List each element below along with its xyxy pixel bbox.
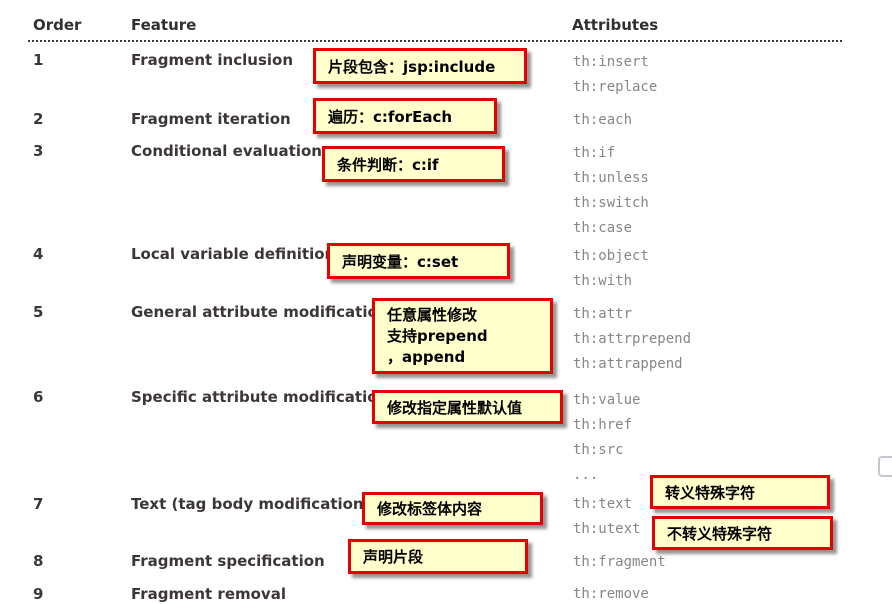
callout-unescaped-text: 不转义特殊字符 [652,516,833,550]
feature-cell: Text (tag body modification) [131,495,371,513]
order-cell: 7 [33,495,44,513]
attribute-value: th:text [573,496,633,512]
callout-line: 任意属性修改 [387,305,478,324]
attribute-value: th:href [573,417,633,433]
attribute-value: th:insert [573,54,649,70]
feature-cell: General attribute modification [131,303,389,321]
attribute-value: th:unless [573,170,649,186]
order-cell: 9 [33,585,44,603]
clipped-box-artifact [878,456,892,477]
attribute-value: th:attr [573,306,633,322]
order-cell: 8 [33,552,44,570]
column-header-feature: Feature [131,16,197,34]
callout-specific-attribute: 修改指定属性默认值 [372,390,563,424]
feature-cell: Conditional evaluation [131,142,322,160]
attribute-value: th:src [573,442,624,458]
feature-cell: Fragment iteration [131,110,291,128]
attribute-value: th:utext [573,521,641,537]
attribute-value: th:with [573,273,633,289]
attribute-value: th:case [573,220,633,236]
order-cell: 4 [33,245,44,263]
feature-cell: Local variable definition [131,245,336,263]
feature-cell: Fragment specification [131,552,325,570]
callout-escaped-text: 转义特殊字符 [650,475,830,509]
attribute-value: th:replace [573,79,658,95]
attribute-value: th:switch [573,195,649,211]
callout-fragment-iteration: 遍历：c:forEach [313,98,497,134]
callout-fragment-specification: 声明片段 [348,539,528,574]
attribute-value: th:fragment [573,554,666,570]
attribute-value: th:object [573,248,649,264]
feature-cell: Fragment removal [131,585,286,603]
callout-line: 支持prepend [387,326,488,345]
callout-conditional-evaluation: 条件判断：c:if [322,146,505,182]
attribute-value: th:value [573,392,641,408]
order-cell: 3 [33,142,44,160]
attribute-value: th:remove [573,586,649,602]
header-divider [28,40,842,42]
callout-local-variable: 声明变量：c:set [327,243,510,279]
attribute-value: ... [573,467,599,483]
callout-text-body: 修改标签体内容 [362,492,543,525]
order-cell: 2 [33,110,44,128]
feature-cell: Specific attribute modification [131,388,389,406]
callout-line: ，append [387,347,466,366]
attribute-value: th:each [573,112,633,128]
column-header-order: Order [33,16,82,34]
order-cell: 6 [33,388,44,406]
attribute-value: th:if [573,145,616,161]
attribute-value: th:attrprepend [573,331,692,347]
order-cell: 5 [33,303,44,321]
callout-fragment-inclusion: 片段包含：jsp:include [313,48,527,84]
callout-general-attribute: 任意属性修改 支持prepend ，append [372,298,553,374]
order-cell: 1 [33,51,44,69]
feature-cell: Fragment inclusion [131,51,294,69]
attribute-value: th:attrappend [573,356,683,372]
column-header-attributes: Attributes [572,16,659,34]
